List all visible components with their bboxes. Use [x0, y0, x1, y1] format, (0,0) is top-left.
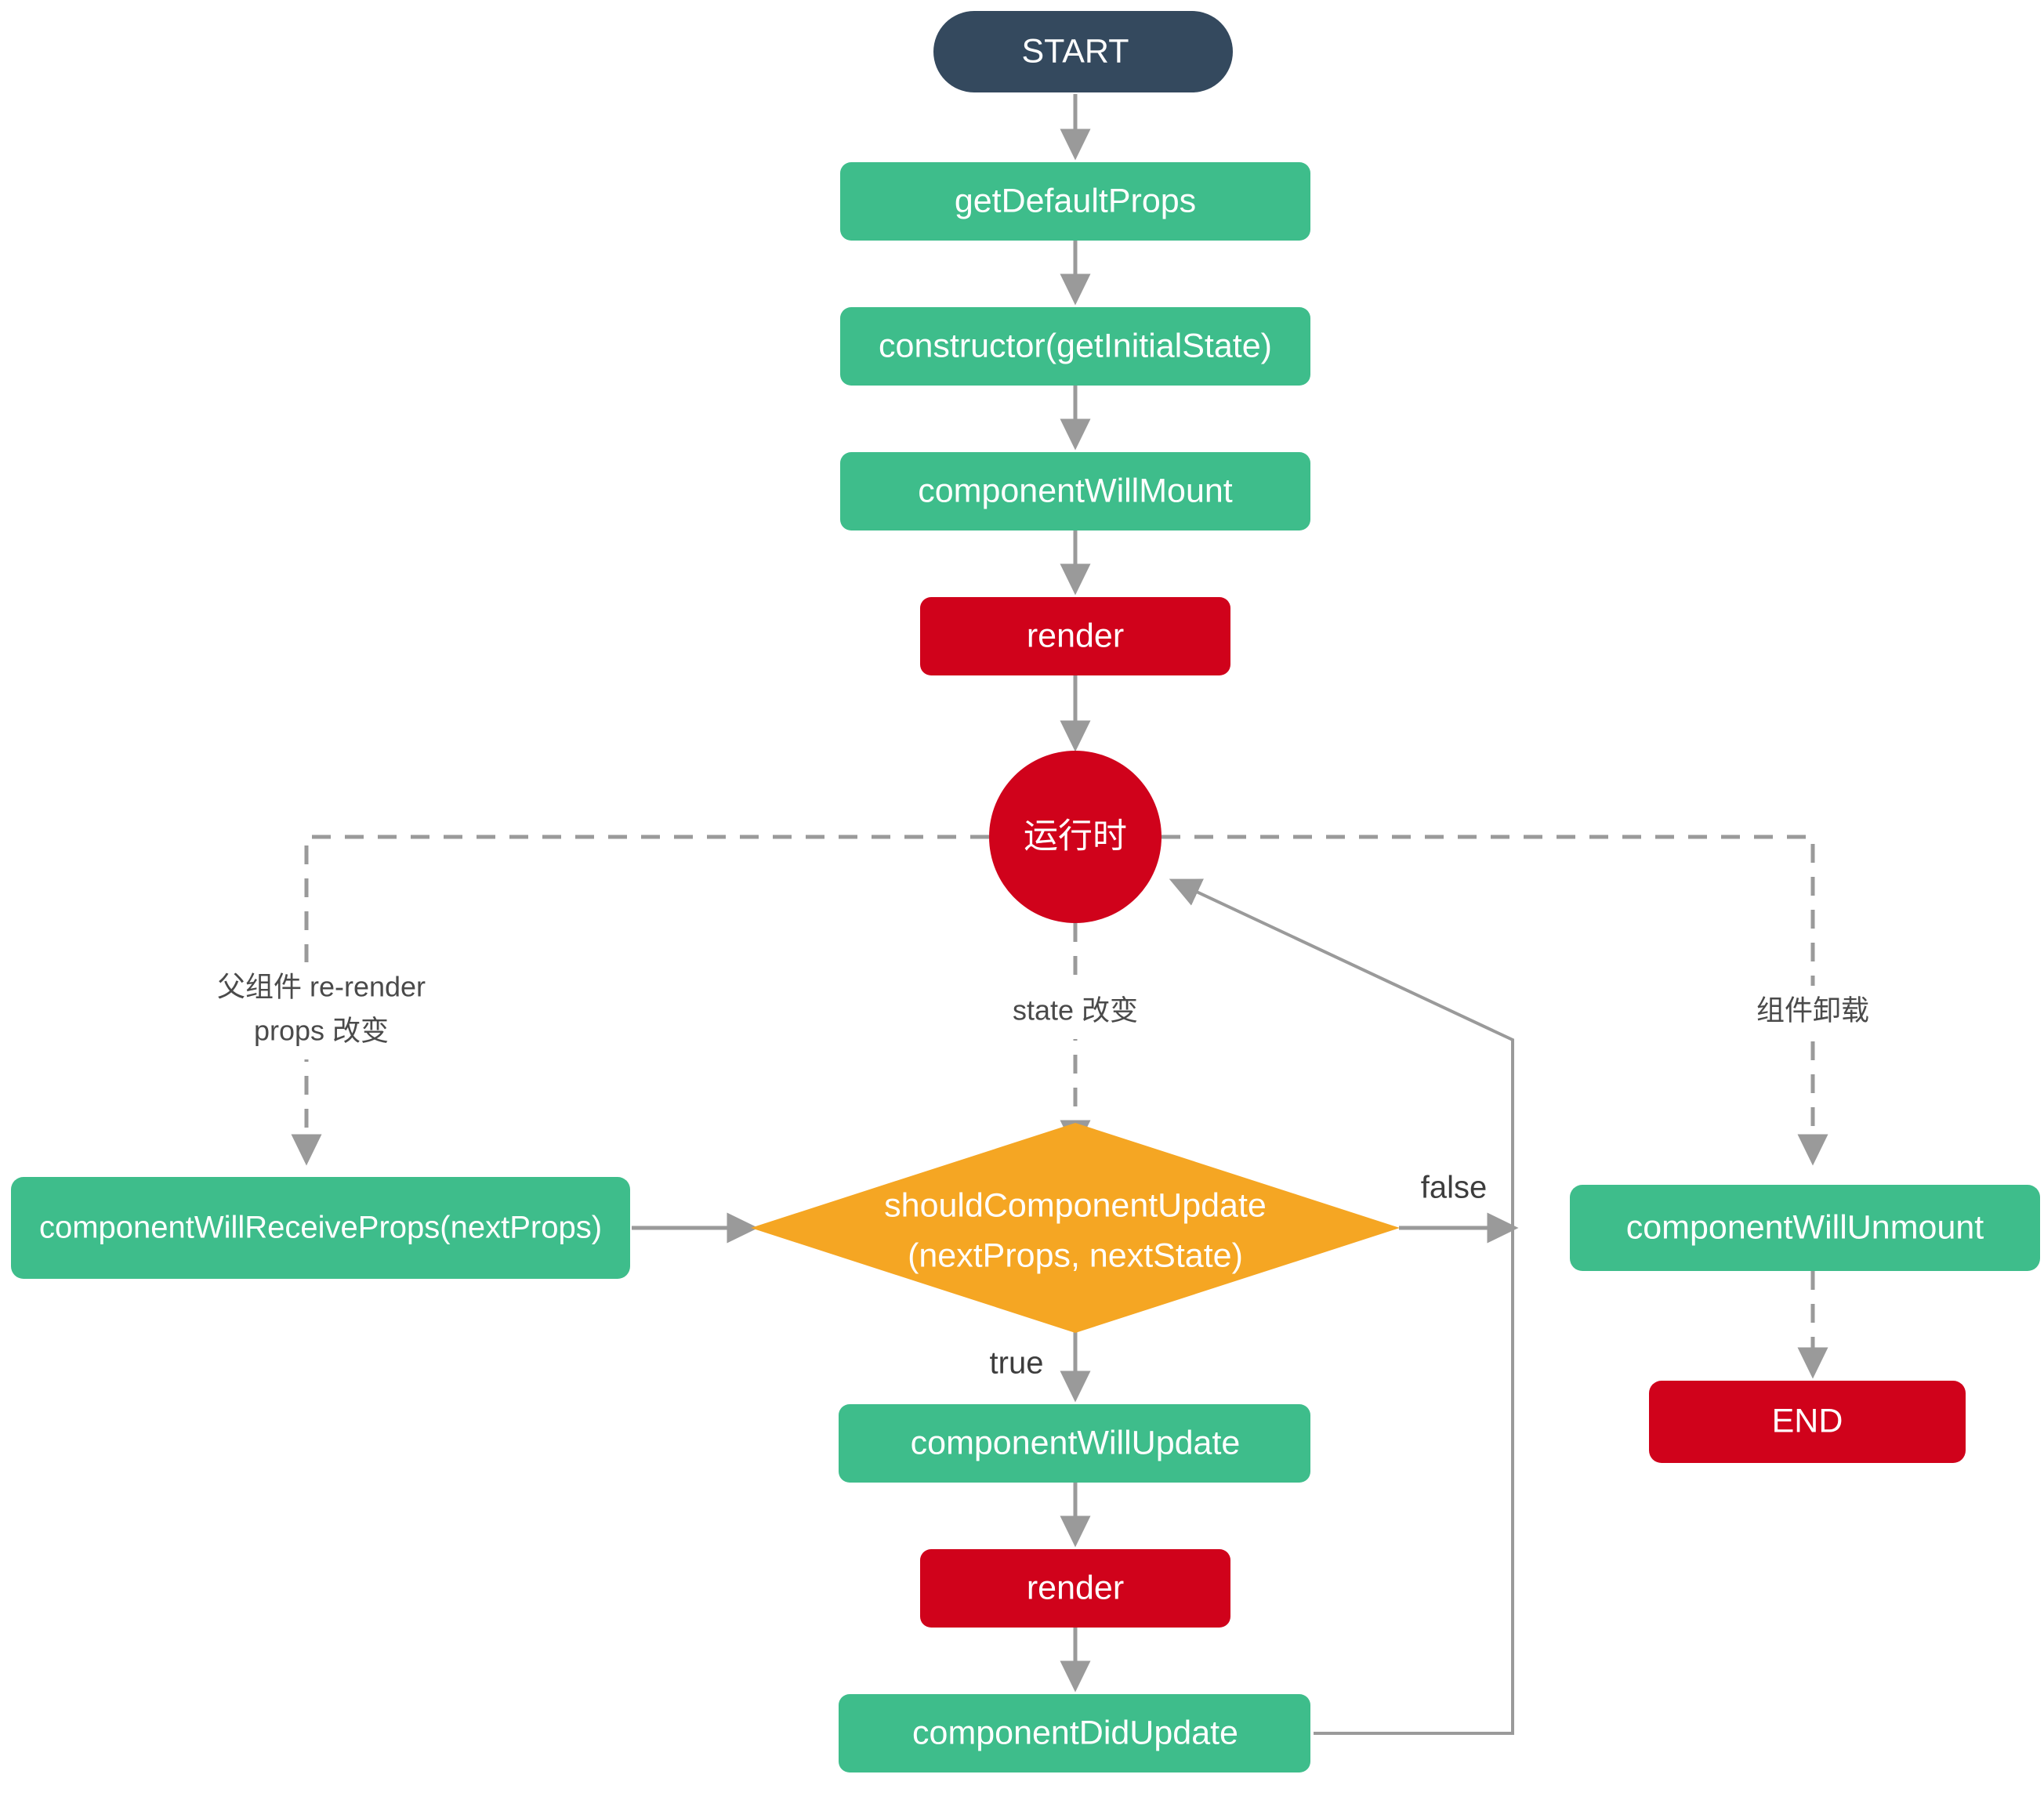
node-componentwillupdate[interactable]: componentWillUpdate: [839, 1404, 1310, 1483]
runtime-label: 运行时: [1024, 817, 1127, 856]
componentwillupdate-shape: [839, 1404, 1310, 1483]
shouldcomponentupdate-shape: [751, 1123, 1400, 1333]
node-constructor[interactable]: constructor(getInitialState): [840, 307, 1310, 386]
componentwillunmount-shape: [1570, 1185, 2040, 1271]
node-runtime[interactable]: 运行时: [989, 751, 1162, 923]
render-mount-label: render: [1027, 617, 1124, 654]
constructor-shape: [840, 307, 1310, 386]
node-componentwillreceiveprops[interactable]: componentWillReceiveProps(nextProps): [11, 1177, 630, 1279]
getdefaultprops-label: getDefaultProps: [955, 182, 1196, 219]
edge-label-parent-rerender: 父组件 re-render props 改变: [192, 962, 427, 1059]
node-render-mount[interactable]: render: [920, 597, 1230, 675]
node-render-update[interactable]: render: [920, 1549, 1230, 1628]
getdefaultprops-shape: [840, 162, 1310, 241]
edge-componentdidupdate-back-to-runtime: [1169, 878, 1514, 1735]
shouldcomponentupdate-label-line2: (nextProps, nextState): [908, 1237, 1243, 1274]
end-label: END: [1772, 1402, 1843, 1439]
componentwillunmount-label: componentWillUnmount: [1626, 1208, 1984, 1246]
render-update-shape: [920, 1549, 1230, 1628]
state-change-label-bg: [972, 986, 1180, 1039]
componentdidupdate-shape: [839, 1694, 1310, 1772]
state-change-label: state 改变: [1013, 994, 1138, 1027]
node-componentdidupdate[interactable]: componentDidUpdate: [839, 1694, 1310, 1772]
unmount-label-bg: [1716, 986, 1911, 1039]
node-shouldcomponentupdate[interactable]: shouldComponentUpdate (nextProps, nextSt…: [751, 1123, 1400, 1333]
componentwillmount-shape: [840, 452, 1310, 530]
edge-runtime-to-componentwillunmount: [1162, 835, 1828, 1166]
parent-rerender-label-bg: [192, 962, 427, 1059]
runtime-shape: [989, 751, 1162, 923]
componentwillreceiveprops-label: componentWillReceiveProps(nextProps): [39, 1211, 602, 1245]
edge-label-state-change: state 改变: [972, 986, 1180, 1039]
end-shape: [1649, 1381, 1966, 1463]
shouldcomponentupdate-label-line1: shouldComponentUpdate: [884, 1186, 1267, 1224]
render-mount-shape: [920, 597, 1230, 675]
componentwillreceiveprops-shape: [11, 1177, 630, 1279]
componentwillupdate-label: componentWillUpdate: [911, 1424, 1241, 1461]
componentwillmount-label: componentWillMount: [918, 472, 1233, 509]
node-componentwillmount[interactable]: componentWillMount: [840, 452, 1310, 530]
node-componentwillunmount[interactable]: componentWillUnmount: [1570, 1185, 2040, 1271]
edge-label-unmount: 组件卸载: [1716, 986, 1911, 1039]
start-label: START: [1022, 32, 1129, 70]
unmount-label: 组件卸载: [1756, 994, 1869, 1027]
componentdidupdate-label: componentDidUpdate: [912, 1714, 1238, 1751]
node-start[interactable]: START: [933, 11, 1233, 92]
parent-rerender-line1: 父组件 re-render: [217, 971, 426, 1003]
constructor-label: constructor(getInitialState): [879, 327, 1272, 364]
node-end[interactable]: END: [1649, 1381, 1966, 1463]
render-update-label: render: [1027, 1569, 1124, 1606]
start-shape: [933, 11, 1233, 92]
node-getdefaultprops[interactable]: getDefaultProps: [840, 162, 1310, 241]
edge-label-false: false: [1421, 1171, 1488, 1205]
parent-rerender-line2: props 改变: [254, 1015, 389, 1047]
edge-label-true: true: [990, 1346, 1044, 1381]
